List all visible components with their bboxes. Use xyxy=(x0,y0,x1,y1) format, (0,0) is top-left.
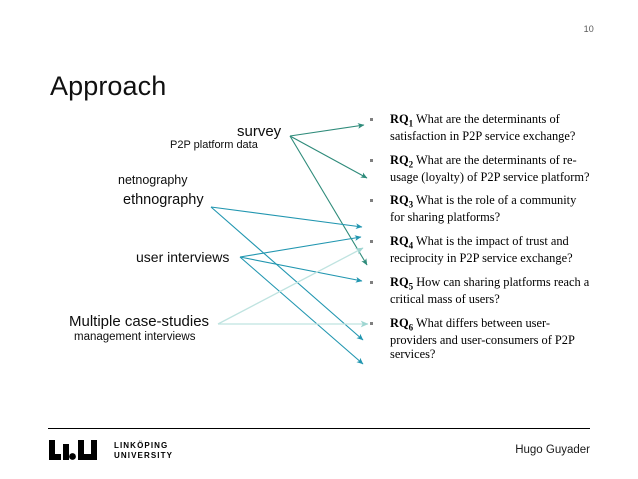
bullet-icon xyxy=(370,118,373,121)
bullet-icon xyxy=(370,240,373,244)
rq-index: 4 xyxy=(408,240,414,251)
list-item: RQ5 How can sharing platforms reach a cr… xyxy=(366,275,590,307)
rq-code: RQ4 xyxy=(390,234,414,251)
connector-survey-to-rq1 xyxy=(289,123,365,137)
list-item: RQ1 What are the determinants of satisfa… xyxy=(366,112,590,144)
list-item: RQ3 What is the role of a community for … xyxy=(366,193,590,225)
bullet-icon xyxy=(370,321,373,325)
rq-text: What are the determinants of satisfactio… xyxy=(390,112,576,144)
page-number: 10 xyxy=(583,24,594,34)
research-questions-list: RQ1 What are the determinants of satisfa… xyxy=(366,112,590,371)
rq-code: RQ3 xyxy=(390,193,414,210)
rq-index: 1 xyxy=(408,118,414,129)
connector-case-studies-to-rq3 xyxy=(217,247,364,325)
rq-text: How can sharing platforms reach a critic… xyxy=(390,274,590,306)
rq-code: RQ1 xyxy=(390,112,414,129)
logo-line-1: LINKÖPING xyxy=(114,441,169,450)
bullet-icon xyxy=(370,280,373,284)
connector-survey-to-rq2 xyxy=(289,135,368,179)
rq-index: 3 xyxy=(408,199,414,210)
connector-user-interviews-to-rq3b xyxy=(239,235,362,258)
method-label-management-interviews: management interviews xyxy=(74,331,196,343)
rq-text: What are the determinants of re-usage (l… xyxy=(390,152,590,184)
liu-logo-wordmark: LINKÖPING UNIVERSITY xyxy=(114,441,173,461)
bullet-icon xyxy=(370,199,373,203)
presenter-name: Hugo Guyader xyxy=(515,444,590,456)
rq-code: RQ2 xyxy=(390,152,414,170)
page-title: Approach xyxy=(50,71,167,101)
method-label-survey: survey xyxy=(237,123,282,140)
list-item: RQ4 What is the impact of trust and reci… xyxy=(366,234,590,266)
method-label-p2p-platform-data: P2P platform data xyxy=(170,139,258,151)
connector-user-interviews-to-rq6 xyxy=(239,256,364,365)
connector-ethnography-to-rq3a xyxy=(210,206,363,230)
list-item: RQ6 What differs between user-providers … xyxy=(366,316,590,362)
connector-survey-to-rq4 xyxy=(289,135,368,266)
method-label-user-interviews: user interviews xyxy=(136,249,230,265)
bullet-icon xyxy=(370,158,373,162)
rq-text: What is the impact of trust and reciproc… xyxy=(390,234,573,266)
liu-logo-icon xyxy=(49,440,97,460)
rq-index: 6 xyxy=(408,321,414,332)
connector-user-interviews-to-rq4 xyxy=(239,256,363,283)
liu-university-logo: LINKÖPING UNIVERSITY xyxy=(49,440,173,466)
list-item: RQ2 What are the determinants of re-usag… xyxy=(366,153,590,185)
method-label-ethnography: ethnography xyxy=(123,192,204,208)
method-label-netnography: netnography xyxy=(118,173,188,187)
rq-text: What is the role of a community for shar… xyxy=(390,193,577,225)
footer-divider xyxy=(48,428,590,429)
logo-line-2: UNIVERSITY xyxy=(114,451,174,461)
method-label-multiple-case-studies: Multiple case-studies xyxy=(69,313,210,330)
rq-code: RQ5 xyxy=(390,274,414,292)
rq-code: RQ6 xyxy=(390,315,414,332)
rq-index: 2 xyxy=(408,159,414,170)
connector-ethnography-to-rq5 xyxy=(210,206,364,341)
rq-index: 5 xyxy=(408,281,414,292)
rq-text: What differs between user-providers and … xyxy=(390,315,575,362)
